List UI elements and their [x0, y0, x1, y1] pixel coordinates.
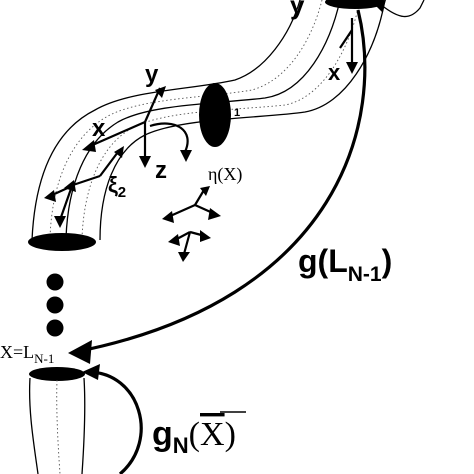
lower-tube — [28, 367, 86, 474]
eta-arrowhead-a — [162, 211, 174, 223]
eta-arrowhead-e — [178, 252, 190, 262]
tube-mid-edge — [65, 0, 341, 239]
cross-section-disk — [199, 83, 231, 147]
upper-tube-end-cap — [28, 233, 96, 251]
eta-arrowhead-c — [200, 186, 210, 196]
gN-arc — [87, 370, 143, 474]
gN-open: ( — [189, 416, 200, 453]
tube-centerline-a — [49, 0, 323, 239]
gN-close: ) — [225, 416, 236, 453]
xi-axis-a — [69, 174, 101, 188]
top-cap-disk — [325, 0, 385, 9]
tube-inner-edge — [99, 0, 386, 241]
lower-tube-left-edge — [28, 377, 39, 474]
xi-label: ξ2 — [108, 172, 126, 201]
lower-tube-centerline — [56, 379, 61, 474]
bend-y-axis — [143, 87, 162, 123]
lower-tube-top-cap — [29, 367, 85, 381]
x-eq-label: X=LN-1 — [0, 342, 54, 366]
eta-axis-c — [194, 189, 205, 206]
gN-arc-arrowhead — [82, 364, 100, 380]
xi-arrowhead-d — [44, 190, 56, 202]
disk-index-label: 1 — [234, 107, 240, 119]
bend-z-arrowhead — [139, 156, 151, 168]
frame-x-label: x — [92, 115, 106, 142]
x-eq-sub: N-1 — [34, 351, 54, 366]
rotation-arc — [149, 122, 189, 153]
gN-arg: X — [200, 416, 225, 453]
xi-subscript: 2 — [118, 184, 126, 201]
xi-arrowhead-b — [114, 146, 124, 158]
eta-label: η(X) — [208, 164, 242, 185]
frame-z-label: z — [155, 157, 167, 184]
tube-outer-edge — [31, 0, 301, 241]
lower-tube-right-edge — [81, 377, 86, 474]
ellipsis-dot — [46, 273, 64, 291]
top-loop-arrow — [379, 0, 425, 18]
xi2-frame — [44, 146, 124, 228]
xi-axis-c — [58, 185, 74, 221]
bend-frame — [82, 86, 192, 168]
ellipsis-dots — [46, 273, 64, 337]
eta-arrowhead-d — [168, 234, 180, 246]
g-prev-base: g(L — [298, 243, 348, 279]
x-eq-base: X=L — [0, 342, 34, 362]
frame-y-label: y — [145, 61, 159, 88]
bend-y-arrowhead — [155, 86, 166, 98]
gN-base: g — [152, 415, 173, 453]
eta-arrowhead-b — [208, 208, 221, 220]
rotation-arrowhead — [180, 150, 192, 162]
g-prev-label: g(LN-1) — [298, 243, 392, 286]
g-prev-arrowhead — [68, 340, 92, 364]
g-prev-close: ) — [382, 243, 393, 279]
bend-x-axis — [87, 120, 146, 149]
gN-label: gN(X) — [152, 415, 236, 458]
top-frame-tick — [339, 29, 353, 49]
top-y-label: y — [290, 0, 305, 20]
eta-axis-e — [182, 231, 192, 255]
top-x-label: x — [328, 60, 341, 85]
eta-arrowhead-f — [200, 230, 211, 242]
g-prev-sub: N-1 — [348, 263, 382, 286]
eta-frames — [162, 186, 221, 262]
ellipsis-dot — [46, 296, 64, 314]
top-x-arrowhead — [346, 62, 358, 74]
top-loop-arrowhead — [372, 0, 386, 12]
upper-tube — [31, 0, 386, 241]
bend-x-arrowhead — [82, 140, 96, 152]
top-frame — [339, 18, 358, 74]
tube-centerline-b — [81, 0, 361, 239]
xi-arrowhead-c — [54, 216, 66, 228]
g-prev-arrow — [74, 9, 367, 354]
xi-axis-b — [99, 151, 119, 177]
ellipsis-dot — [46, 319, 64, 337]
gN-sub: N — [173, 433, 189, 458]
xi-symbol: ξ — [108, 172, 118, 197]
